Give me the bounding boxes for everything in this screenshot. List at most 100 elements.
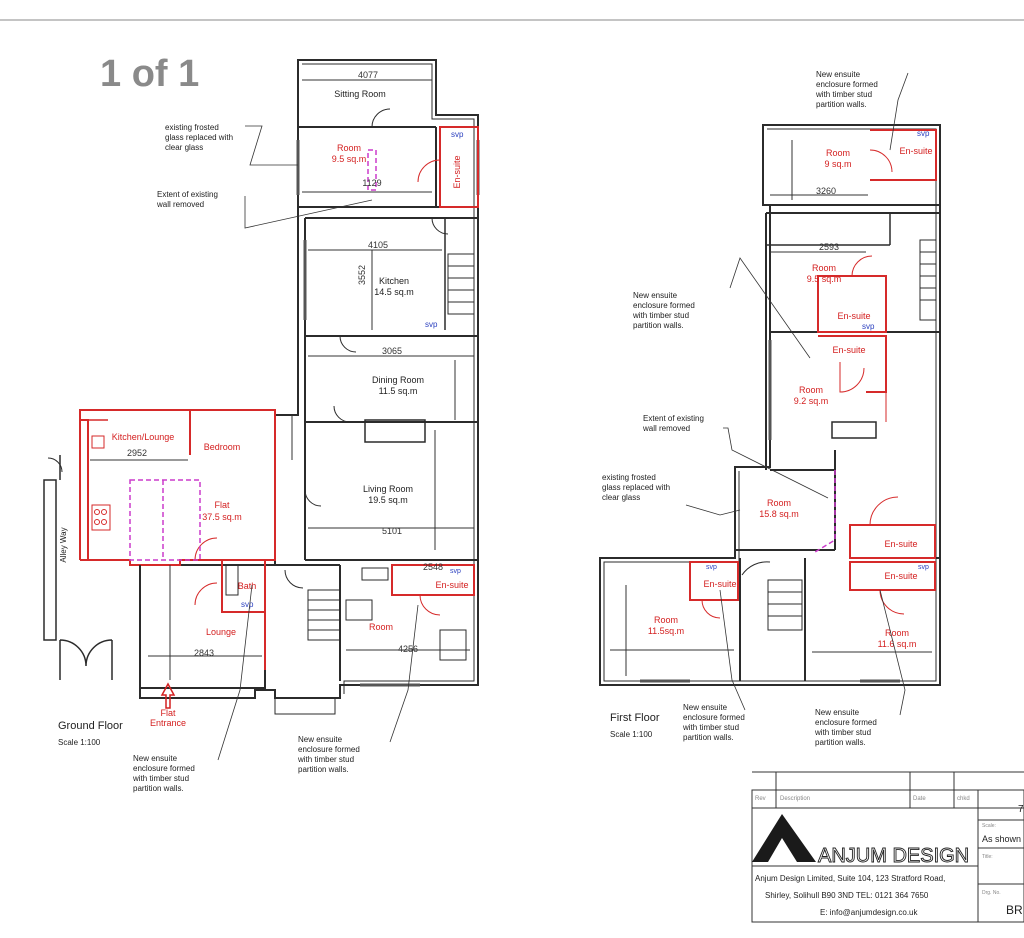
ground-floor-scale: Scale 1:100 [58,738,101,747]
ground-floor-title: Ground Floor [58,720,123,732]
room-label: Room [799,385,823,395]
header-date: Date [913,796,926,802]
room-label: Room [826,148,850,158]
dim-label: 3260 [816,186,836,196]
room-area: 9.2 sq.m [794,396,829,406]
dim-label: 2548 [423,562,443,572]
svp-label: svp [706,564,717,571]
room-label: Room [812,263,836,273]
company-logo-icon [752,814,816,862]
dim-label: 1129 [362,178,381,188]
company-name: ANJUM DESIGN [818,845,969,867]
dim-label: 2593 [819,242,839,252]
dim-label: 4077 [358,70,378,80]
ensuite-label: En-suite [703,579,736,589]
page-label: 1 of 1 [100,53,199,95]
dim-label: 3552 [357,265,367,285]
entrance-arrow-icon [160,682,176,709]
room-area: 9.5 sq.m [807,274,842,284]
header-chkd: chkd [957,796,970,802]
room-label-flat: Flat [214,500,230,510]
room-area: 15.8 sq.m [759,509,799,519]
room-label: Room [767,498,791,508]
scale-label: Scale: [982,823,996,829]
title-label: Title: [982,854,993,860]
drg-value: BR [1006,903,1023,917]
svp-label: svp [917,129,930,138]
ensuite-label: En-suite [884,539,917,549]
room-area: 11.5sq.m [648,626,684,636]
header-rev: Rev [755,796,766,802]
room-area: 9.5 sq.m [332,154,367,164]
company-address-2: Shirley, Solihull B90 3ND TEL: 0121 364 … [765,891,929,900]
dim-label: 4105 [368,240,388,250]
dim-label: 5101 [382,526,402,536]
room-label-sitting: Sitting Room [334,89,386,99]
sheet-ref: 7 [1018,804,1024,815]
dim-label: 4256 [398,644,418,654]
room-area: 11.6 sq.m [878,639,917,649]
ensuite-label: En-suite [832,345,865,355]
svp-label: svp [451,130,464,139]
dim-label: 2843 [194,648,214,658]
room-label: Room [885,628,909,638]
room-label: Room [369,622,393,632]
dim-label: 3065 [382,346,402,356]
room-label-kitchen-lounge: Kitchen/Lounge [112,432,175,442]
room-label-kitchen: Kitchen [379,276,409,286]
header-description: Description [780,796,810,802]
room-area-dining: 11.5 sq.m [379,386,418,396]
room-label-living: Living Room [363,484,413,494]
room-area-kitchen: 14.5 sq.m [374,287,414,297]
room-label-bath: Bath [238,581,257,591]
room-label-bedroom: Bedroom [204,442,241,452]
ensuite-label: En-suite [452,155,462,188]
room-area-flat: 37.5 sq.m [202,512,242,522]
ensuite-label: En-suite [435,580,468,590]
room-label: Room [654,615,678,625]
first-floor-scale: Scale 1:100 [610,730,653,739]
first-floor-plan: 3260 2593 Room 9 sq.m En-suite Room 9.5 … [599,70,941,747]
svp-label: svp [425,320,438,329]
room-label: Room [337,143,361,153]
title-block: Rev Description Date chkd ANJUM DESIGN A… [751,771,1024,923]
room-label-lounge: Lounge [206,627,236,637]
first-floor-title: First Floor [610,712,660,724]
svp-label: svp [450,568,461,575]
ground-floor-plan: 4077 1129 4105 3552 3065 2952 5101 2548 … [43,59,480,793]
ensuite-label: En-suite [899,146,932,156]
svp-label: svp [862,322,875,331]
svp-label: svp [918,564,929,571]
drg-label: Drg. No. [982,890,1001,896]
company-email: E: info@anjumdesign.co.uk [820,908,919,917]
alley-way-label: Alley Way [59,527,68,562]
room-label-dining: Dining Room [372,375,424,385]
company-address-1: Anjum Design Limited, Suite 104, 123 Str… [755,874,945,883]
svp-label: svp [241,600,254,609]
room-area: 9 sq.m [824,159,851,169]
ensuite-label: En-suite [837,311,870,321]
ensuite-label: En-suite [884,571,917,581]
